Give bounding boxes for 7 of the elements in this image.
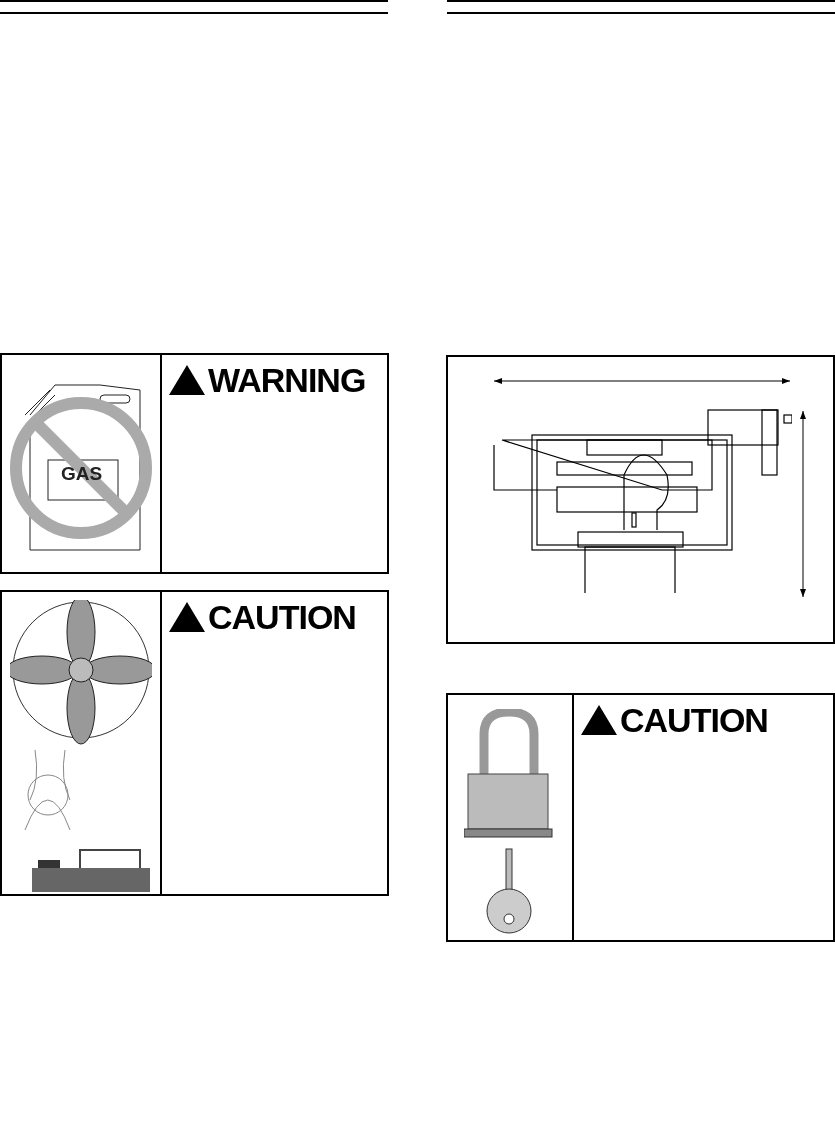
- safety-sign-panel: [0, 353, 389, 574]
- safety-sign-panel: [0, 590, 389, 896]
- signal-word: WARNING: [208, 363, 366, 397]
- signal-word: CAUTION: [620, 703, 768, 737]
- signal-word: CAUTION: [208, 600, 356, 634]
- safety-sign-panel: [446, 693, 835, 942]
- can-label: GAS: [61, 463, 103, 485]
